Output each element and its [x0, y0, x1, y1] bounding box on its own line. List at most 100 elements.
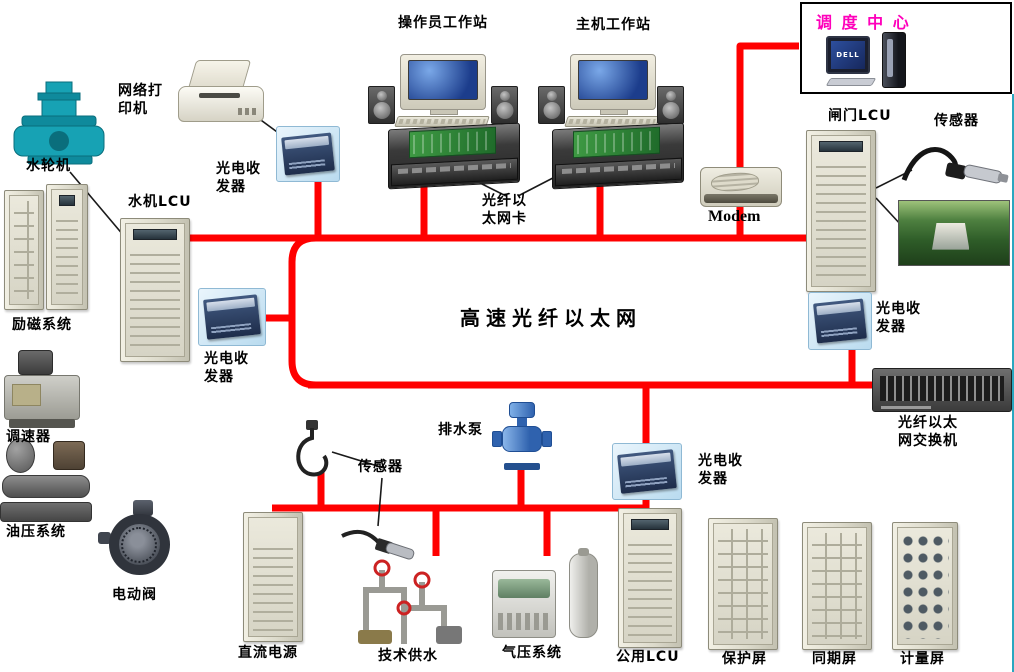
network-printer-figure — [178, 60, 264, 122]
metering-panel-cabinet — [892, 522, 958, 650]
cabinet-modules — [628, 537, 672, 638]
label-transceiver-bottom: 光电收发器 — [698, 453, 743, 488]
pump-flange-left — [492, 430, 502, 447]
dispatch-pc-tower — [882, 32, 906, 88]
pump-body — [501, 426, 543, 453]
oil-tank — [1, 474, 91, 499]
excitation-cabinet-1 — [4, 190, 44, 310]
drain-pump-figure — [492, 402, 552, 470]
valve-stem — [97, 532, 111, 544]
label-dc-power: 直流电源 — [238, 645, 298, 661]
air-pressure-figure — [492, 548, 602, 642]
governor-body — [4, 374, 80, 421]
governor-figure — [4, 350, 80, 428]
rack-pcb — [409, 126, 497, 159]
label-excitation: 励磁系统 — [12, 317, 72, 333]
label-common-lcu: 公用LCU — [616, 649, 680, 665]
dispatch-pc-keyboard — [825, 78, 877, 86]
label-air-pressure: 气压系统 — [502, 645, 562, 661]
cabinet-modules — [816, 159, 866, 282]
electric-valve-figure — [96, 498, 188, 580]
label-technical-water: 技术供水 — [378, 648, 438, 664]
label-operator-workstation: 操作员工作站 — [398, 15, 488, 31]
dispatch-center-title: 调 度 中 心 — [816, 13, 911, 32]
sensor-hook-figure — [296, 420, 329, 477]
air-compressor — [492, 569, 556, 638]
pointer-sensor-2 — [377, 477, 383, 527]
turbine-figure — [13, 81, 105, 165]
label-protection-panel: 保护屏 — [722, 651, 767, 667]
label-transceiver-top: 光电收发器 — [216, 161, 261, 196]
speaker-left — [538, 86, 565, 124]
label-sensor-bottom: 传感器 — [358, 459, 403, 475]
pump-flange-right — [542, 430, 552, 447]
cabinet-modules — [718, 529, 768, 639]
governor-head — [17, 350, 53, 375]
label-transceiver-left: 光电收发器 — [204, 351, 249, 386]
cabinet-display — [59, 195, 75, 206]
common-lcu-cabinet — [618, 508, 682, 648]
label-fiber-nic: 光纤以太网卡 — [482, 193, 527, 228]
speaker-left — [368, 86, 395, 124]
transceiver-device — [617, 449, 677, 494]
oil-base — [0, 501, 92, 522]
cabinet-modules — [14, 201, 34, 299]
rack-pcb — [573, 126, 661, 159]
dam-photo — [898, 200, 1010, 266]
printer-body — [178, 86, 264, 122]
turbine-lcu-cabinet — [120, 218, 190, 362]
monitor-stand — [600, 109, 628, 115]
sync-panel-cabinet — [802, 522, 872, 650]
sensor-cable-figure — [901, 146, 1009, 184]
monitor-screen — [408, 60, 478, 100]
monitor-stand — [430, 109, 458, 115]
fiber-nic-rack-1 — [388, 122, 520, 190]
oil-accumulator — [5, 438, 35, 474]
operator-workstation-figure — [368, 54, 518, 128]
speaker-right — [491, 86, 518, 124]
cabinet-modules — [130, 247, 180, 352]
modem-figure — [700, 167, 782, 207]
oil-pressure-figure — [0, 438, 92, 522]
dispatch-pc-monitor: DELL — [826, 36, 870, 74]
label-oil-pressure: 油压系统 — [6, 524, 66, 540]
transceiver-device — [203, 294, 261, 340]
cabinet-modules — [812, 533, 862, 639]
cabinet-display — [631, 519, 669, 530]
pump-neck — [517, 417, 527, 428]
transceiver-device — [281, 132, 335, 176]
pump-motor — [508, 402, 536, 419]
label-host-workstation: 主机工作站 — [576, 17, 651, 33]
fiber-nic-rack-2 — [552, 122, 684, 190]
label-turbine-lcu: 水机LCU — [128, 194, 192, 210]
technical-water-figure — [358, 559, 462, 644]
slide-edge-line — [1012, 94, 1014, 672]
pointer-sensor-1 — [331, 451, 385, 469]
printer-output-slot — [198, 93, 240, 99]
printer-buttons — [238, 108, 258, 115]
air-tank — [569, 548, 598, 638]
pump-base — [504, 462, 540, 470]
crt-monitor — [400, 54, 486, 110]
label-network-printer: 网络打印机 — [118, 83, 163, 118]
optical-transceiver-left — [198, 288, 266, 346]
label-gate-lcu: 闸门LCU — [828, 108, 892, 124]
dispatch-center-box: 调 度 中 心 DELL — [800, 2, 1012, 94]
label-turbine: 水轮机 — [26, 158, 71, 174]
valve-actuator — [132, 499, 154, 517]
label-sync-panel: 同期屏 — [812, 651, 857, 667]
protection-panel-cabinet — [708, 518, 778, 650]
label-sensor-top: 传感器 — [934, 113, 979, 129]
label-modem: Modem — [708, 208, 761, 225]
label-metering-panel: 计量屏 — [900, 651, 945, 667]
dc-power-cabinet — [243, 512, 303, 642]
optical-transceiver-top — [276, 126, 340, 182]
host-workstation-figure — [538, 54, 684, 128]
cabinet-modules — [253, 541, 293, 632]
fiber-switch-figure — [872, 368, 1012, 412]
cabinet-meters — [901, 533, 949, 639]
label-electric-valve: 电动阀 — [112, 587, 157, 603]
valve-body — [108, 514, 170, 576]
monitor-screen — [578, 60, 648, 100]
crt-monitor — [570, 54, 656, 110]
